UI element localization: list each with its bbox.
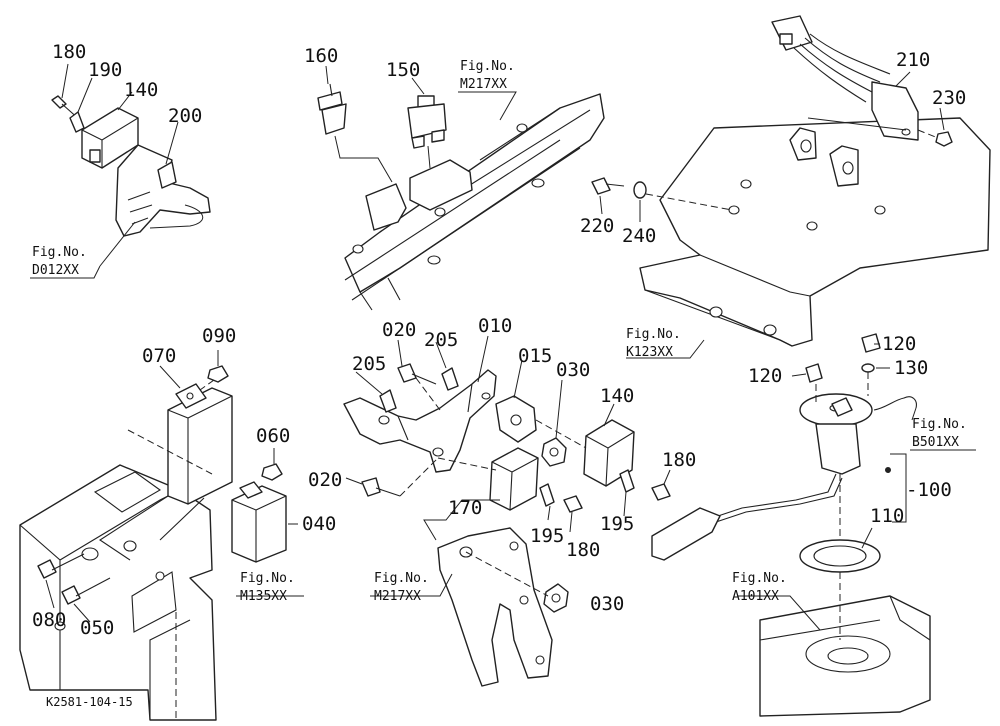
bolt-220 xyxy=(591,177,611,195)
bolt-020-lower xyxy=(361,477,381,497)
bolt-120-left xyxy=(805,363,823,383)
label-160: 160 xyxy=(304,45,338,67)
label-180-center-right: 180 xyxy=(662,449,696,471)
group-top-middle-switch xyxy=(317,65,605,311)
label-200: 200 xyxy=(168,105,202,127)
group-center-bracket xyxy=(343,335,671,687)
label-130: 130 xyxy=(894,357,928,379)
bolt-020-upper xyxy=(397,363,417,383)
bracket-010 xyxy=(343,369,497,473)
group-right-fuel-sender xyxy=(651,333,931,717)
harness-connector xyxy=(771,15,891,103)
label-080: 080 xyxy=(32,609,66,631)
label-100: -100 xyxy=(906,479,952,501)
label-170: 170 xyxy=(448,497,482,519)
label-090: 090 xyxy=(202,325,236,347)
svg-text:Fig.No.: Fig.No. xyxy=(626,327,681,342)
module-070 xyxy=(167,383,233,505)
relay-170 xyxy=(489,447,539,511)
relay-040 xyxy=(231,481,287,563)
fig-references: Fig.No. D012XX Fig.No. M217XX Fig.No. K1… xyxy=(30,59,976,604)
group-top-left-relay xyxy=(51,63,211,267)
svg-text:D012XX: D012XX xyxy=(32,263,79,278)
label-020-upper: 020 xyxy=(382,319,416,341)
label-195-right: 195 xyxy=(600,513,634,535)
label-015: 015 xyxy=(518,345,552,367)
label-150: 150 xyxy=(386,59,420,81)
fig-ref-m217-top: Fig.No. M217XX xyxy=(460,59,515,92)
label-040: 040 xyxy=(302,513,336,535)
label-070: 070 xyxy=(142,345,176,367)
svg-text:Fig.No.: Fig.No. xyxy=(374,571,429,586)
label-120-left: 120 xyxy=(748,365,782,387)
svg-text:M217XX: M217XX xyxy=(374,589,421,604)
bolt-080 xyxy=(37,559,57,579)
nut-090 xyxy=(207,365,229,383)
switch-160 xyxy=(317,83,347,135)
label-030-lower: 030 xyxy=(590,593,624,615)
fig-ref-a101: Fig.No. A101XX xyxy=(732,571,787,604)
svg-text:Fig.No.: Fig.No. xyxy=(240,571,295,586)
label-205-lower: 205 xyxy=(352,353,386,375)
lower-bracket-plate xyxy=(437,527,553,687)
fig-ref-b501: Fig.No. B501XX xyxy=(910,417,976,451)
washer-200 xyxy=(157,161,177,189)
washer-195-right xyxy=(619,469,635,493)
fig-ref-m217-bottom: Fig.No. M217XX xyxy=(374,571,429,604)
label-195-left: 195 xyxy=(530,525,564,547)
label-230: 230 xyxy=(932,87,966,109)
label-190: 190 xyxy=(88,59,122,81)
sender-body xyxy=(815,423,861,475)
float xyxy=(651,507,721,561)
group-bottom-left-frame xyxy=(19,350,304,721)
label-180-top: 180 xyxy=(52,41,86,63)
washer-205-lower xyxy=(379,389,397,413)
washer-190 xyxy=(69,111,85,133)
screw-180-center-left xyxy=(563,495,583,513)
svg-text:M217XX: M217XX xyxy=(460,77,507,92)
fig-ref-k123: Fig.No. K123XX xyxy=(626,327,681,360)
switch-150 xyxy=(407,95,447,149)
relay-bracket xyxy=(115,144,211,237)
label-110: 110 xyxy=(870,505,904,527)
svg-text:Fig.No.: Fig.No. xyxy=(32,245,87,260)
washer-205-upper xyxy=(441,367,459,391)
fig-ref-m135: Fig.No. M135XX xyxy=(240,571,295,604)
bolt-120-right xyxy=(861,333,881,353)
washer-240 xyxy=(633,181,647,199)
svg-text:A101XX: A101XX xyxy=(732,589,779,604)
module-210 xyxy=(871,81,919,141)
group-top-right-harness xyxy=(591,15,991,359)
svg-text:Fig.No.: Fig.No. xyxy=(732,571,787,586)
svg-text:Fig.No.: Fig.No. xyxy=(912,417,967,432)
label-140-center: 140 xyxy=(600,385,634,407)
nut-060 xyxy=(261,463,283,481)
label-240: 240 xyxy=(622,225,656,247)
label-180-center-left: 180 xyxy=(566,539,600,561)
relay-140-center xyxy=(583,419,635,487)
label-210: 210 xyxy=(896,49,930,71)
svg-text:Fig.No.: Fig.No. xyxy=(460,59,515,74)
washer-195-left xyxy=(539,483,555,507)
svg-text:B501XX: B501XX xyxy=(912,435,959,450)
label-140-top: 140 xyxy=(124,79,158,101)
label-010: 010 xyxy=(478,315,512,337)
label-220: 220 xyxy=(580,215,614,237)
svg-text:K123XX: K123XX xyxy=(626,345,673,360)
label-060: 060 xyxy=(256,425,290,447)
nut-230 xyxy=(935,131,953,147)
part-labels: 180 190 140 200 160 150 210 230 220 240 … xyxy=(32,41,966,639)
washer-130 xyxy=(861,363,875,373)
diagram-code: K2581-104-15 xyxy=(46,695,133,709)
label-205-upper: 205 xyxy=(424,329,458,351)
fig-ref-d012: Fig.No. D012XX xyxy=(30,245,101,279)
label-120-right: 120 xyxy=(882,333,916,355)
svg-text:M135XX: M135XX xyxy=(240,589,287,604)
screw-180-center-right xyxy=(651,483,671,501)
bolt-050 xyxy=(61,585,81,605)
label-030-upper: 030 xyxy=(556,359,590,381)
label-050: 050 xyxy=(80,617,114,639)
label-020-lower: 020 xyxy=(308,469,342,491)
